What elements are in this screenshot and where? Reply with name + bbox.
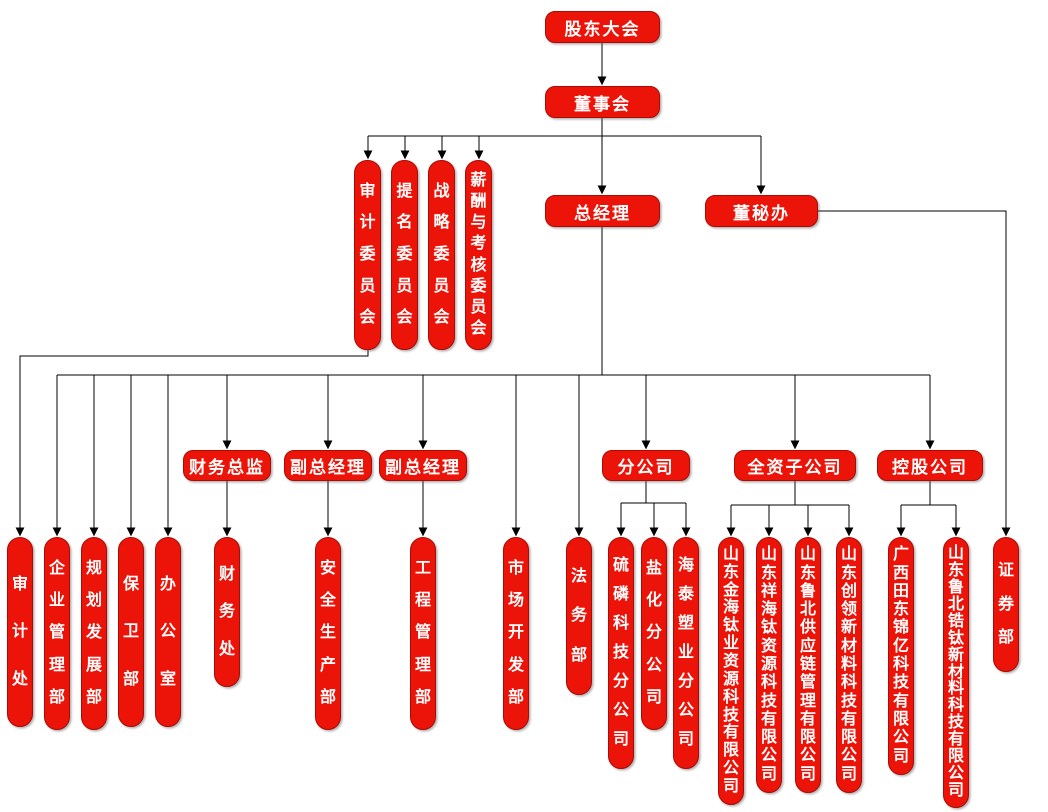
- node-general-manager: 总经理: [545, 195, 660, 227]
- node-board-secretary-office: 董秘办: [705, 195, 818, 227]
- node-audit-office: 审计处: [7, 537, 33, 727]
- node-board-of-directors: 董事会: [545, 86, 660, 118]
- node-finance-office: 财务处: [214, 537, 240, 687]
- node-sulfur-phosphorus-tech-branch: 硫磷科技分公司: [608, 537, 634, 769]
- node-subsidiary-chuangling-new-materials: 山东创领新材料科技有限公司: [836, 537, 862, 793]
- node-planning-development-dept: 规划发展部: [81, 537, 107, 730]
- node-holding-lubei-zirconium-titanium: 山东鲁北锆钛新材料科技有限公司: [943, 537, 969, 808]
- node-securities-dept: 证券部: [993, 537, 1019, 672]
- node-audit-committee: 审计委员会: [354, 160, 381, 350]
- node-legal-dept: 法务部: [566, 537, 592, 695]
- node-shareholders-meeting: 股东大会: [545, 11, 660, 43]
- node-salt-chemical-branch: 盐化分公司: [641, 537, 667, 730]
- node-safety-production-dept: 安全生产部: [315, 537, 341, 730]
- node-enterprise-management-dept: 企业管理部: [44, 537, 70, 730]
- node-deputy-gm-2: 副总经理: [379, 450, 467, 481]
- node-subsidiary-lubei-supply-chain: 山东鲁北供应链管理有限公司: [795, 537, 821, 793]
- node-haitai-plastics-branch: 海泰塑业分公司: [673, 537, 699, 769]
- node-holding-guangxi-tiandong-jinyi: 广西田东锦亿科技有限公司: [888, 537, 914, 775]
- node-holding-companies-group: 控股公司: [877, 450, 983, 481]
- node-nomination-committee: 提名委员会: [391, 160, 418, 350]
- node-branch-companies-group: 分公司: [602, 450, 690, 481]
- node-wholly-owned-subsidiaries-group: 全资子公司: [734, 450, 856, 481]
- node-subsidiary-jinhai-titanium: 山东金海钛业资源科技有限公司: [718, 537, 744, 805]
- node-cfo: 财务总监: [183, 450, 271, 481]
- node-engineering-management-dept: 工程管理部: [410, 537, 436, 730]
- node-security-dept: 保卫部: [118, 537, 144, 727]
- node-remuneration-assessment-committee: 薪酬与考核委员会: [465, 160, 492, 350]
- node-deputy-gm-1: 副总经理: [284, 450, 372, 481]
- node-strategy-committee: 战略委员会: [428, 160, 455, 350]
- node-general-office: 办公室: [155, 537, 181, 727]
- node-subsidiary-xianghai-titanium: 山东祥海钛资源科技有限公司: [756, 537, 782, 793]
- node-market-development-dept: 市场开发部: [503, 537, 529, 730]
